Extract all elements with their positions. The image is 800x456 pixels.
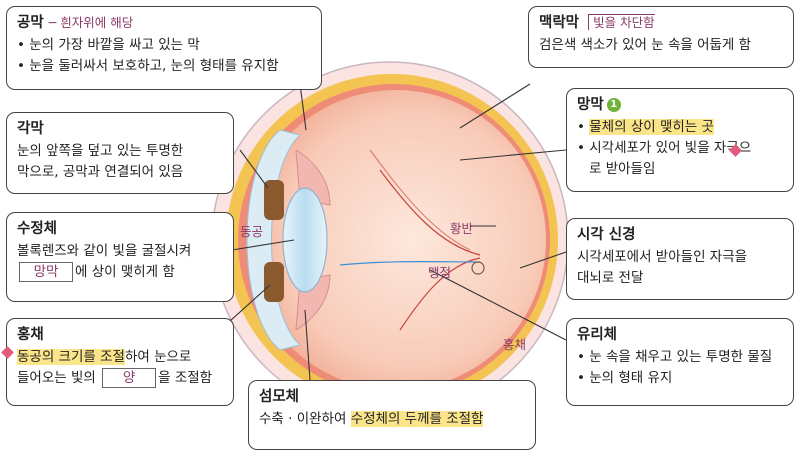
lens-line-1: 볼록렌즈와 같이 빛을 굴절시켜 xyxy=(17,243,192,259)
lens-shape xyxy=(282,187,328,293)
sclera-box: 공막 ─ 흰자위에 해당 • 눈의 가장 바깥을 싸고 있는 막 • 눈을 둘러… xyxy=(6,6,322,90)
vitreous-line-1: • 눈 속을 채우고 있는 투명한 물질 xyxy=(577,349,773,365)
yellow-spot-label: 황반 xyxy=(450,221,474,236)
choroid-box: 맥락막 빛을 차단함 검은색 색소가 있어 눈 속을 어둡게 함 xyxy=(528,6,794,68)
retina-line-1: • 물체의 상이 맺히는 곳 xyxy=(577,119,714,135)
iris-title: 홍채 xyxy=(17,327,44,343)
ciliary-box: 섬모체 수축 · 이완하여 수정체의 두께를 조절함 xyxy=(248,380,536,450)
sclera-line-1: • 눈의 가장 바깥을 싸고 있는 막 xyxy=(17,37,200,53)
choroid-note: 빛을 차단함 xyxy=(588,14,655,30)
blind-spot-mark xyxy=(471,261,485,275)
iris-shape xyxy=(264,180,284,302)
vitreous-line-2: • 눈의 형태 유지 xyxy=(577,370,673,386)
pupil-label: 동공 xyxy=(240,224,264,239)
retina-line-2: • 시각세포가 있어 빛을 자극으 xyxy=(577,140,752,156)
blood-vessels xyxy=(339,149,481,331)
choroid-line: 검은색 색소가 있어 눈 속을 어둡게 함 xyxy=(539,37,752,53)
sclera-line-2: • 눈을 둘러싸서 보호하고, 눈의 형태를 유지함 xyxy=(17,58,279,74)
optic-nerve-box: 시각 신경 시각세포에서 받아들인 자극을 대뇌로 전달 xyxy=(566,218,794,300)
cornea-box: 각막 눈의 앞쪽을 덮고 있는 투명한 막으로, 공막과 연결되어 있음 xyxy=(6,112,234,194)
ciliary-line: 수축 · 이완하여 수정체의 두께를 조절함 xyxy=(259,411,484,427)
iris-line-1: 동공의 크기를 조절하여 눈으로 xyxy=(17,349,192,365)
sclera-note: ─ 흰자위에 해당 xyxy=(48,15,134,30)
retina-line-3: 로 받아들임 xyxy=(589,161,656,177)
cornea-line-1: 눈의 앞쪽을 덮고 있는 투명한 xyxy=(17,143,184,159)
vitreous-box: 유리체 • 눈 속을 채우고 있는 투명한 물질 • 눈의 형태 유지 xyxy=(566,318,794,406)
sclera-title: 공막 ─ 흰자위에 해당 xyxy=(17,15,134,31)
vitreous-title: 유리체 xyxy=(577,327,618,343)
cornea-title: 각막 xyxy=(17,121,44,137)
leader-lines xyxy=(219,83,567,381)
optic-nerve-title: 시각 신경 xyxy=(577,227,636,243)
iris-blank: 양 xyxy=(102,368,157,388)
lens-blank: 망막 xyxy=(19,262,73,282)
vitreous-body-shape xyxy=(246,90,546,390)
number-badge: 1 xyxy=(606,98,621,112)
lens-title: 수정체 xyxy=(17,221,58,237)
optic-nerve-line-1: 시각세포에서 받아들인 자극을 xyxy=(577,249,748,265)
choroid-title: 맥락막 빛을 차단함 xyxy=(539,14,655,31)
cornea-line-2: 막으로, 공막과 연결되어 있음 xyxy=(17,164,184,180)
optic-nerve-line-2: 대뇌로 전달 xyxy=(577,270,644,286)
iris-small-label: 홍채 xyxy=(503,337,527,352)
blind-spot-label: 맹점 xyxy=(428,265,452,280)
ciliary-title: 섬모체 xyxy=(259,389,300,405)
